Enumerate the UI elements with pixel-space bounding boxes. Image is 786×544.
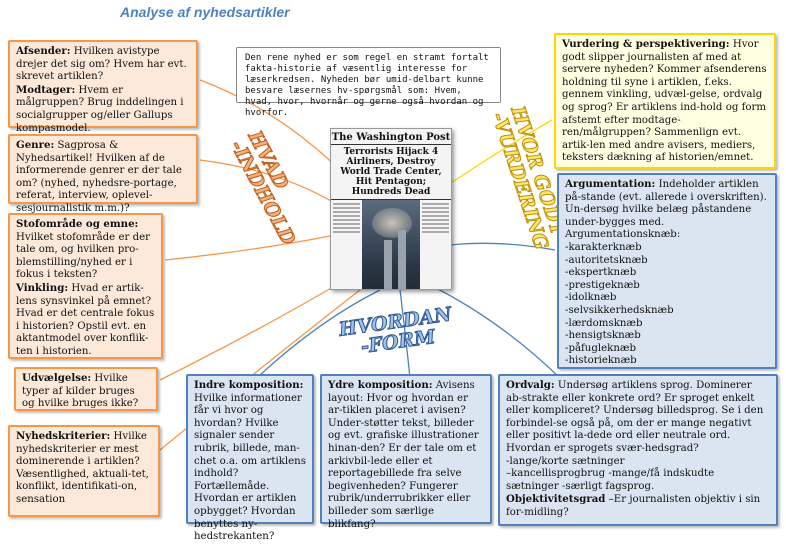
argumentation-item: -karakterknæb <box>565 241 642 253</box>
box-afsender: Afsender: Hvilken avistype drejer det si… <box>8 40 198 134</box>
newspaper-headline: Terrorists Hijack 4 Airliners, Destroy W… <box>331 145 451 200</box>
argumentation-list: -karakterknæb-autoritetsknæb-ekspertknæb… <box>565 242 769 368</box>
box-genre: Genre: Sagprosa & Nyhedsartikel! Hvilken… <box>8 134 198 214</box>
argumentation-item: -hensigtsknæb <box>565 330 641 342</box>
box-udvalgelse: Udvælgelse: Hvilke typer af kilder bruge… <box>14 367 158 411</box>
connector-vurdering <box>447 119 553 186</box>
argumentation-item: -idolknæb <box>565 292 617 304</box>
box-ordvalg: Ordvalg: Undersøg artiklens sprog. Domin… <box>498 374 778 526</box>
connector-ordvalg <box>429 284 561 379</box>
connector-udvalgelse <box>159 279 346 381</box>
box-indre-komposition: Indre komposition: Hvilke informationer … <box>186 374 314 542</box>
argumentation-item: -prestigeknæb <box>565 279 640 291</box>
argumentation-item: -selvsikkerhedsknæb <box>565 304 674 316</box>
connector-genre <box>199 159 339 206</box>
connector-indre <box>259 289 381 376</box>
argumentation-item: -påfugleknæb <box>565 342 637 354</box>
box-vurdering: Vurdering & perspektivering: Hvor godt s… <box>554 33 776 169</box>
newspaper-image: The Washington Post Terrorists Hijack 4 … <box>330 128 452 290</box>
box-argumentation: Argumentation: Indeholder artiklen på-st… <box>557 173 777 369</box>
center-note: Den rene nyhed er som regel en stramt fo… <box>236 47 501 118</box>
newspaper-masthead: The Washington Post <box>331 132 451 145</box>
argumentation-item: -historieknæb <box>565 355 637 367</box>
connector-stofomraade <box>164 234 336 261</box>
connector-ydre <box>399 289 411 379</box>
argumentation-item: -autoritetsknæb <box>565 254 648 266</box>
argumentation-item: -ekspertknæb <box>565 267 637 279</box>
box-ydre-komposition: Ydre komposition: Avisens layout: Hvor o… <box>320 374 492 530</box>
newspaper-photo <box>362 200 420 289</box>
page-title: Analyse af nyhedsartikler <box>120 4 290 20</box>
connector-argumentation <box>449 242 556 251</box>
box-nyhedskriterier: Nyhedskriterier: Hvilke nyhedskriterier … <box>8 425 160 517</box>
connector-afsender <box>199 79 346 176</box>
argumentation-item: -lærdomsknæb <box>565 317 643 329</box>
box-stofomraade: Stofområde og emne: Hvilket stofområde e… <box>8 213 163 359</box>
